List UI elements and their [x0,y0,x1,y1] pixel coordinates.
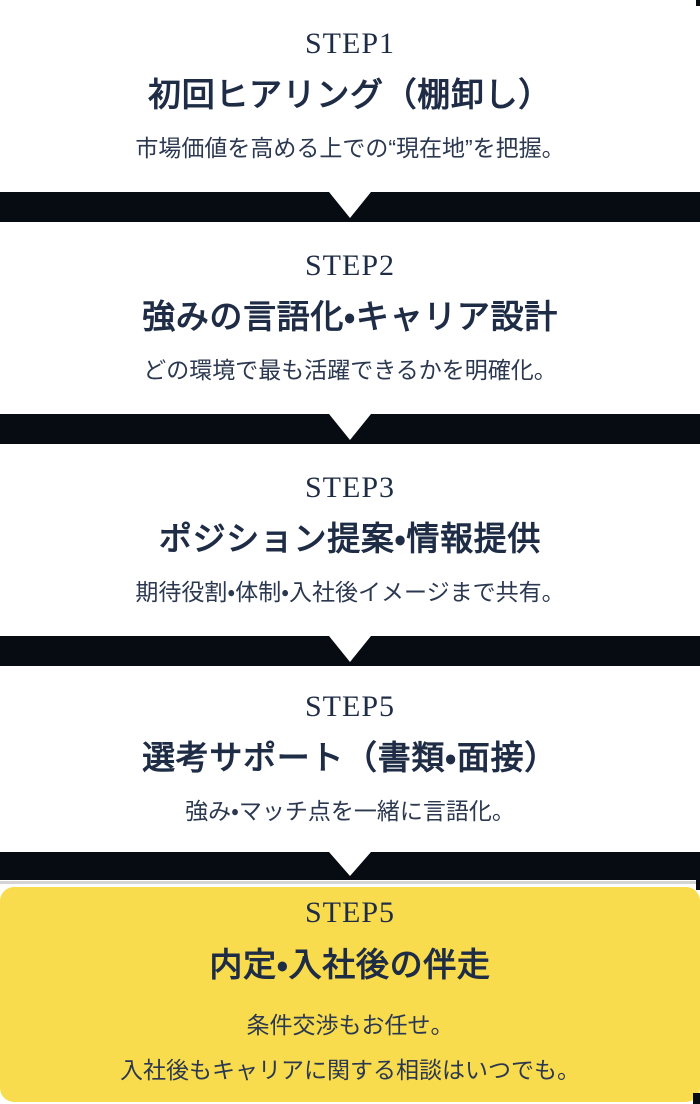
step-title: 初回ヒアリング（棚卸し） [148,76,552,114]
step-number-label: STEP3 [304,470,396,504]
down-triangle-icon [329,636,371,662]
step-divider-4 [0,852,700,880]
step-divider-2 [0,414,700,444]
step-description: 市場価値を高める上での“現在地”を把握。 [135,134,565,161]
down-triangle-icon [329,852,371,876]
step-description: 強み・マッチ点を一緒に言語化。 [185,797,515,824]
step-description-line-2: 入社後もキャリアに関する相談はいつでも。 [120,1056,580,1083]
step-description: 条件交渉もお任せ。 入社後もキャリアに関する相談はいつでも。 [120,1003,580,1093]
screen-edge-artifact [696,0,700,6]
step-title: 選考サポート（書類・面接） [142,739,558,777]
step-number-label: STEP1 [304,26,396,60]
step-description: どの環境で最も活躍できるかを明確化。 [143,356,557,383]
step-number-label: STEP2 [304,248,396,282]
step-description: 期待役割・体制・入社後イメージまで共有。 [135,578,565,605]
step-card-3: STEP3 ポジション提案・情報提供 期待役割・体制・入社後イメージまで共有。 [0,444,700,636]
step-title: 内定・入社後の伴走 [209,945,491,983]
step-number-label: STEP5 [304,689,396,723]
screen-edge-artifact [696,852,700,890]
step-card-1: STEP1 初回ヒアリング（棚卸し） 市場価値を高める上での“現在地”を把握。 [0,0,700,192]
step-card-4: STEP5 選考サポート（書類・面接） 強み・マッチ点を一緒に言語化。 [0,666,700,852]
step-number-label: STEP5 [304,896,396,930]
step-card-5-highlight: STEP5 内定・入社後の伴走 条件交渉もお任せ。 入社後もキャリアに関する相談… [0,887,700,1102]
step-title: 強みの言語化・キャリア設計 [142,298,558,336]
step-title: ポジション提案・情報提供 [158,520,542,558]
screen-edge-artifact [693,1093,700,1104]
step-description-line-1: 条件交渉もお任せ。 [246,1011,454,1038]
step-divider-1 [0,192,700,222]
step-divider-3 [0,636,700,666]
down-triangle-icon [329,414,371,440]
down-triangle-icon [329,192,371,218]
highlight-card-top-edge [0,880,700,887]
step-card-2: STEP2 強みの言語化・キャリア設計 どの環境で最も活躍できるかを明確化。 [0,222,700,414]
